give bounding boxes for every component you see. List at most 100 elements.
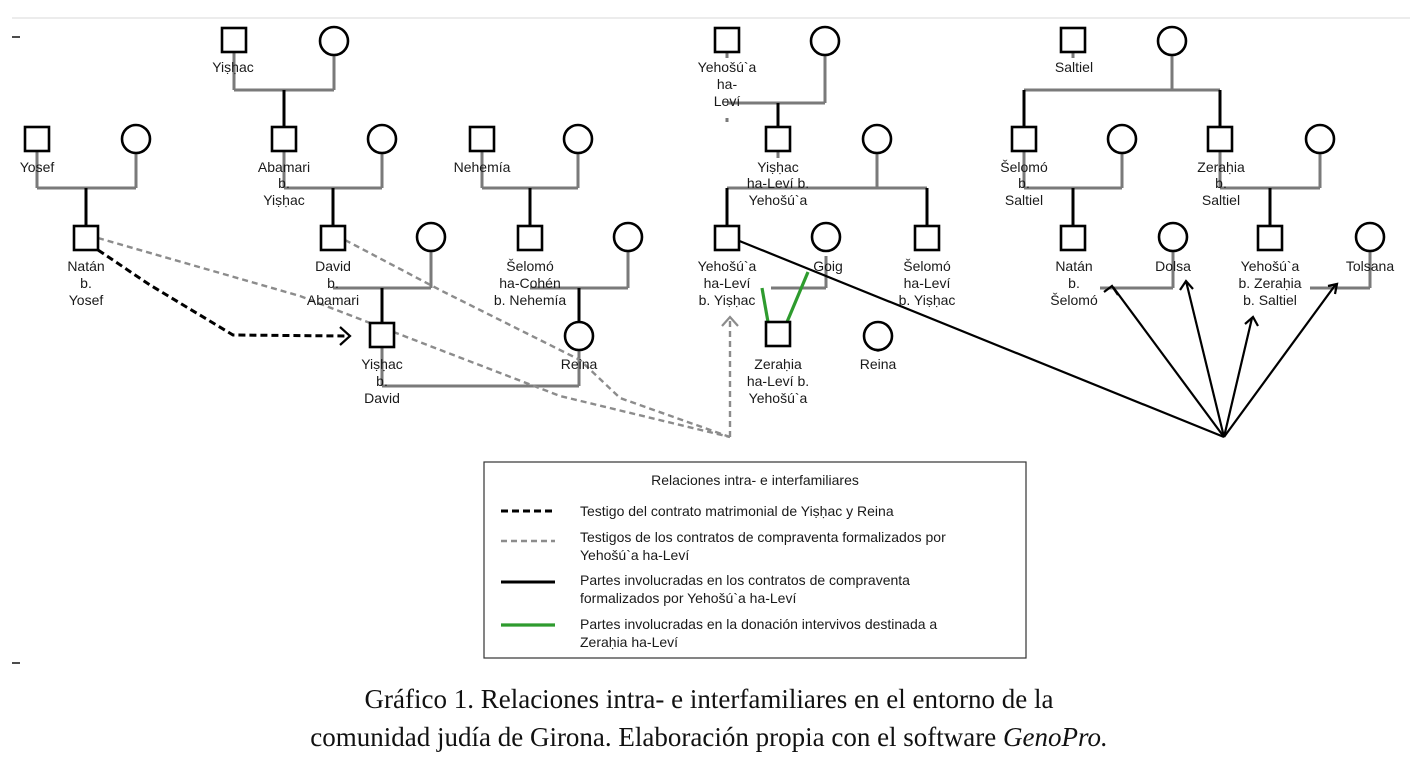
label-zerahia-saltiel-3: Saltiel bbox=[1202, 192, 1240, 208]
label-yehosua-levi-2b: ha-Leví bbox=[704, 275, 751, 291]
family-nehemia bbox=[480, 148, 630, 322]
legend-item-2-line-2: Yehošú`a ha-Leví bbox=[580, 547, 689, 563]
male-symbol-saltiel bbox=[1059, 26, 1087, 54]
label-zerahia-levi-2: ha-Leví b. bbox=[747, 373, 809, 389]
label-goig: Goig bbox=[813, 258, 843, 274]
female-symbol-wife-nehemia bbox=[562, 123, 594, 155]
label-natan-selomo-3: Šelomó bbox=[1050, 292, 1098, 308]
label-reina-1: Reina bbox=[561, 356, 598, 372]
label-yehosua-zerahia-1: Yehošú`a bbox=[1241, 258, 1300, 274]
caption-software-name: GenoPro. bbox=[1003, 722, 1108, 752]
label-natan-selomo-1: Natán bbox=[1055, 258, 1092, 274]
label-david-2: b. bbox=[327, 275, 339, 291]
label-yishac-david-1: Yiṣḥac bbox=[361, 356, 403, 372]
male-symbol-yehosua-b-zerahia bbox=[1256, 224, 1284, 252]
male-symbol-yehosua-b-yishac bbox=[713, 224, 741, 252]
label-yishac-levi-2: ha-Leví b. bbox=[747, 175, 809, 191]
caption-line-2: comunidad judía de Girona. Elaboración p… bbox=[310, 722, 1108, 752]
female-symbol-wife-yishac bbox=[318, 25, 350, 57]
label-natan-yosef-3: Yosef bbox=[69, 292, 104, 308]
female-symbol-wife-david bbox=[415, 221, 447, 253]
donation-relation bbox=[760, 271, 810, 323]
label-selomo-cohen-3: b. Nehemía bbox=[494, 292, 567, 308]
male-symbol-natan-b-selomo bbox=[1059, 224, 1087, 252]
witness-sales-relations bbox=[97, 236, 739, 439]
legend-item-3-line-1: Partes involucradas en los contratos de … bbox=[580, 572, 910, 588]
legend-item-2-line-1: Testigos de los contratos de compraventa… bbox=[580, 529, 946, 545]
label-yishac-david-3: David bbox=[364, 390, 400, 406]
female-symbol-wife-yosef bbox=[120, 123, 152, 155]
label-yehosua-zerahia-3: b. Saltiel bbox=[1243, 292, 1297, 308]
male-symbol-selomo-b-saltiel bbox=[1010, 125, 1038, 153]
male-symbol-yishac bbox=[220, 26, 248, 54]
label-selomo-saltiel-1: Šelomó bbox=[1000, 159, 1048, 175]
label-abamari-3: Yiṣḥac bbox=[263, 192, 305, 208]
label-abamari-1: Abamari bbox=[258, 159, 310, 175]
male-symbol-nehemia bbox=[468, 125, 496, 153]
label-yehosua-levi-1c: Leví bbox=[714, 93, 741, 109]
legend-item-4-line-2: Zeraḥia ha-Leví bbox=[580, 634, 678, 650]
label-yehosua-levi-1b: ha- bbox=[717, 76, 738, 92]
label-zerahia-levi-1: Zeraḥia bbox=[754, 356, 802, 372]
label-zerahia-levi-3: Yehošú`a bbox=[749, 390, 808, 406]
family-abamari bbox=[232, 52, 581, 388]
person-labels: Yiṣḥac Yosef Abamari b. Yiṣḥac Nehemía N… bbox=[20, 59, 1395, 406]
label-abamari-2: b. bbox=[278, 175, 290, 191]
label-yishac-levi-3: Yehošú`a bbox=[749, 192, 808, 208]
male-symbol-yosef bbox=[23, 125, 51, 153]
label-david-1: David bbox=[315, 258, 351, 274]
male-symbol-zerahia-ha-levi bbox=[764, 320, 792, 348]
label-yosef: Yosef bbox=[20, 159, 55, 175]
label-david-3: Abamari bbox=[307, 292, 359, 308]
legend-item-3-line-2: formalizados por Yehošú`a ha-Leví bbox=[580, 590, 796, 606]
male-symbol-abamari bbox=[270, 125, 298, 153]
label-zerahia-saltiel-2: b. bbox=[1215, 175, 1227, 191]
sales-parties-relations bbox=[736, 238, 1339, 439]
male-symbol-yehosua-ha-levi bbox=[713, 26, 741, 54]
label-selomo-cohen-1: Šelomó bbox=[506, 258, 554, 274]
label-selomo-levi-1: Šelomó bbox=[903, 258, 951, 274]
female-symbol-dolsa bbox=[1157, 221, 1189, 253]
female-symbol-wife-selomo-saltiel bbox=[1106, 123, 1138, 155]
label-saltiel: Saltiel bbox=[1055, 59, 1093, 75]
female-symbol-wife-yishac-ha-levi bbox=[861, 123, 893, 155]
female-symbol-wife-saltiel bbox=[1156, 25, 1188, 57]
caption-line-1: Gráfico 1. Relaciones intra- e interfami… bbox=[365, 684, 1054, 714]
female-symbol-tolsana bbox=[1354, 221, 1386, 253]
male-symbol-yishac-b-david bbox=[368, 321, 396, 349]
caption-line-2-main: comunidad judía de Girona. Elaboración p… bbox=[310, 722, 1003, 752]
label-reina-2: Reina bbox=[860, 356, 897, 372]
female-symbol-reina bbox=[563, 320, 595, 352]
label-tolsana: Tolsana bbox=[1346, 258, 1394, 274]
figure-caption: Gráfico 1. Relaciones intra- e interfami… bbox=[310, 684, 1108, 752]
label-selomo-saltiel-2: b. bbox=[1018, 175, 1030, 191]
legend-title: Relaciones intra- e interfamiliares bbox=[651, 472, 859, 488]
legend: Relaciones intra- e interfamiliares Test… bbox=[483, 461, 1027, 659]
label-yehosua-levi-2a: Yehošú`a bbox=[698, 258, 757, 274]
label-yishac: Yiṣḥac bbox=[212, 59, 254, 75]
male-symbol-zerahia-b-saltiel bbox=[1206, 125, 1234, 153]
female-symbol-reina-2 bbox=[862, 320, 894, 352]
label-selomo-levi-2: ha-Leví bbox=[904, 275, 951, 291]
male-symbol-selomo-ha-levi bbox=[913, 224, 941, 252]
female-symbol-wife-abamari bbox=[366, 123, 398, 155]
female-symbol-wife-zerahia-saltiel bbox=[1304, 123, 1336, 155]
label-yishac-david-2: b. bbox=[376, 373, 388, 389]
female-symbol-wife-selomo bbox=[612, 221, 644, 253]
label-yishac-levi-1: Yiṣḥac bbox=[757, 159, 799, 175]
male-symbol-yishac-ha-levi bbox=[764, 125, 792, 153]
label-natan-selomo-2: b. bbox=[1068, 275, 1080, 291]
legend-item-1-line-1: Testigo del contrato matrimonial de Yiṣḥ… bbox=[580, 503, 894, 519]
female-symbol-wife-yehosua bbox=[809, 25, 841, 57]
label-yehosua-levi-1a: Yehošú`a bbox=[698, 59, 757, 75]
label-nehemia: Nehemía bbox=[454, 159, 511, 175]
label-dolsa: Dolsa bbox=[1155, 258, 1191, 274]
label-natan-yosef-1: Natán bbox=[67, 258, 104, 274]
label-selomo-cohen-2: ha-Cohén bbox=[499, 275, 561, 291]
person-symbols bbox=[23, 25, 1386, 352]
male-symbol-david bbox=[319, 224, 347, 252]
female-symbol-goig bbox=[810, 221, 842, 253]
male-symbol-natan-b-yosef bbox=[72, 224, 100, 252]
label-natan-yosef-2: b. bbox=[80, 275, 92, 291]
